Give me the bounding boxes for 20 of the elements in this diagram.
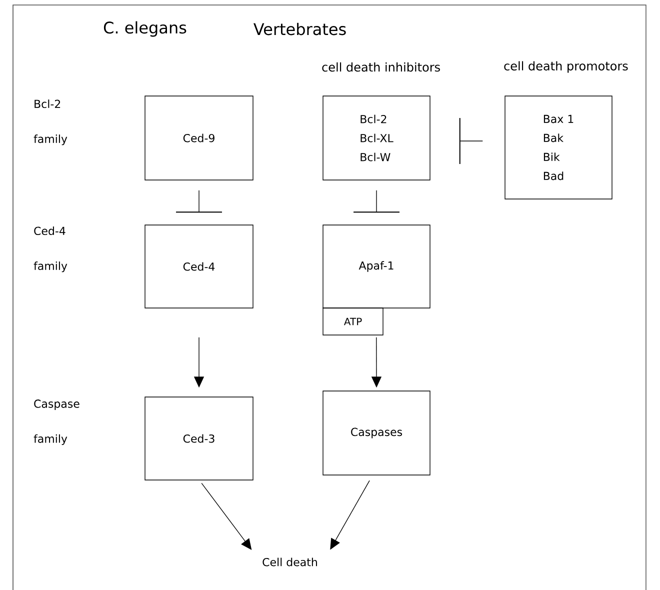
heading: C. elegans xyxy=(104,21,186,37)
heading: cell death promotors xyxy=(504,61,628,73)
protein-list-box: Bcl-2 Bcl-XL Bcl-W xyxy=(322,96,430,180)
row-label: Ced-4 family xyxy=(34,226,68,272)
inhibition-line xyxy=(459,118,483,164)
outcome-text: Cell death xyxy=(262,558,317,566)
row-label: Bcl-2 family xyxy=(34,100,68,146)
cofactor-box: ATP xyxy=(322,308,384,336)
protein-box: Caspases xyxy=(322,390,430,476)
heading: Vertebrates xyxy=(254,22,346,36)
protein-box: Ced-9 xyxy=(144,96,254,180)
arrow xyxy=(201,482,252,550)
protein-box: Apaf-1 xyxy=(322,224,430,308)
heading: cell death inhibitors xyxy=(322,62,440,72)
inhibition-line xyxy=(176,190,222,213)
protein-box: Ced-4 xyxy=(144,224,254,308)
protein-list-box: Bax 1 Bak Bik Bad xyxy=(504,96,612,200)
protein-box: Ced-3 xyxy=(144,396,254,480)
row-label: Caspase family xyxy=(34,400,80,445)
inhibition-line xyxy=(354,190,400,213)
